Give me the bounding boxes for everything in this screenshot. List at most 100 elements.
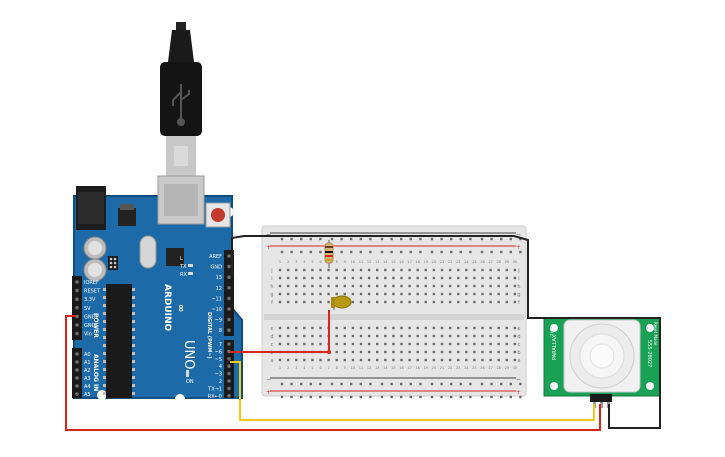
breadboard-hole[interactable]: [505, 284, 508, 288]
breadboard-hole[interactable]: [432, 334, 436, 338]
breadboard-hole[interactable]: [440, 276, 444, 280]
header-pin[interactable]: [75, 323, 79, 327]
rail-hole[interactable]: [450, 382, 453, 386]
breadboard-hole[interactable]: [513, 276, 517, 280]
header-pin[interactable]: [75, 352, 79, 356]
breadboard-hole[interactable]: [367, 284, 371, 288]
rail-hole[interactable]: [480, 382, 484, 386]
breadboard-hole[interactable]: [416, 276, 419, 280]
breadboard-hole[interactable]: [303, 292, 306, 296]
breadboard-hole[interactable]: [465, 342, 468, 346]
breadboard-hole[interactable]: [367, 334, 371, 338]
breadboard-hole[interactable]: [465, 284, 468, 288]
header-pin[interactable]: [227, 371, 231, 376]
breadboard-hole[interactable]: [497, 268, 500, 272]
breadboard-hole[interactable]: [286, 268, 290, 272]
breadboard-hole[interactable]: [311, 358, 314, 362]
breadboard-hole[interactable]: [481, 326, 484, 330]
breadboard-hole[interactable]: [408, 284, 411, 288]
breadboard-hole[interactable]: [408, 276, 411, 280]
breadboard-hole[interactable]: [432, 300, 436, 304]
rail-hole[interactable]: [430, 250, 434, 254]
breadboard-hole[interactable]: [432, 342, 436, 346]
rail-hole[interactable]: [369, 250, 372, 254]
rail-hole[interactable]: [300, 250, 303, 254]
breadboard-hole[interactable]: [505, 292, 508, 296]
breadboard-hole[interactable]: [359, 300, 363, 304]
breadboard-hole[interactable]: [351, 358, 355, 362]
breadboard-hole[interactable]: [343, 268, 346, 272]
rail-hole[interactable]: [400, 237, 403, 241]
breadboard-hole[interactable]: [295, 326, 298, 330]
breadboard-hole[interactable]: [416, 358, 419, 362]
header-pin[interactable]: [227, 364, 231, 369]
rail-hole[interactable]: [409, 250, 412, 254]
breadboard-hole[interactable]: [286, 276, 290, 280]
breadboard-hole[interactable]: [376, 358, 379, 362]
breadboard-hole[interactable]: [440, 350, 444, 354]
breadboard-hole[interactable]: [376, 268, 379, 272]
rail-hole[interactable]: [350, 237, 353, 241]
breadboard-hole[interactable]: [335, 268, 338, 272]
breadboard-hole[interactable]: [359, 334, 363, 338]
breadboard-hole[interactable]: [343, 276, 346, 280]
breadboard-hole[interactable]: [473, 334, 476, 338]
rail-hole[interactable]: [400, 395, 403, 399]
rail-hole[interactable]: [459, 250, 462, 254]
breadboard-hole[interactable]: [392, 358, 395, 362]
breadboard-hole[interactable]: [343, 292, 346, 296]
breadboard-hole[interactable]: [319, 358, 322, 362]
breadboard-hole[interactable]: [408, 358, 411, 362]
breadboard-hole[interactable]: [311, 334, 314, 338]
breadboard-hole[interactable]: [416, 334, 419, 338]
rail-hole[interactable]: [300, 237, 303, 241]
rail-hole[interactable]: [519, 250, 522, 254]
breadboard-hole[interactable]: [400, 334, 403, 338]
breadboard-hole[interactable]: [295, 300, 298, 304]
header-pin[interactable]: [227, 342, 231, 346]
breadboard-hole[interactable]: [278, 326, 282, 330]
breadboard-hole[interactable]: [497, 284, 500, 288]
breadboard-hole[interactable]: [473, 358, 476, 362]
breadboard-hole[interactable]: [424, 326, 427, 330]
breadboard-hole[interactable]: [278, 284, 282, 288]
breadboard-hole[interactable]: [408, 300, 411, 304]
header-pin[interactable]: [75, 384, 79, 388]
breadboard-hole[interactable]: [481, 268, 484, 272]
breadboard-hole[interactable]: [359, 350, 363, 354]
breadboard-hole[interactable]: [473, 342, 476, 346]
breadboard-hole[interactable]: [278, 358, 282, 362]
breadboard-hole[interactable]: [335, 292, 338, 296]
rail-hole[interactable]: [480, 250, 484, 254]
breadboard-hole[interactable]: [465, 334, 468, 338]
breadboard-hole[interactable]: [351, 342, 355, 346]
breadboard-hole[interactable]: [400, 292, 403, 296]
breadboard-hole[interactable]: [303, 342, 306, 346]
breadboard-hole[interactable]: [319, 276, 322, 280]
breadboard-hole[interactable]: [384, 350, 387, 354]
breadboard-hole[interactable]: [513, 284, 517, 288]
rail-hole[interactable]: [509, 237, 512, 241]
breadboard-hole[interactable]: [513, 268, 517, 272]
breadboard-hole[interactable]: [359, 276, 363, 280]
rail-hole[interactable]: [450, 395, 453, 399]
breadboard-hole[interactable]: [335, 334, 338, 338]
breadboard-hole[interactable]: [295, 276, 298, 280]
breadboard-hole[interactable]: [448, 276, 452, 280]
breadboard-hole[interactable]: [448, 292, 452, 296]
breadboard-hole[interactable]: [335, 326, 338, 330]
rail-hole[interactable]: [359, 382, 362, 386]
breadboard-hole[interactable]: [408, 292, 411, 296]
breadboard-hole[interactable]: [311, 326, 314, 330]
breadboard-hole[interactable]: [335, 276, 338, 280]
breadboard-hole[interactable]: [489, 300, 492, 304]
breadboard-hole[interactable]: [392, 300, 395, 304]
rail-hole[interactable]: [369, 382, 372, 386]
rail-hole[interactable]: [319, 250, 322, 254]
rail-hole[interactable]: [390, 382, 393, 386]
breadboard-hole[interactable]: [319, 326, 322, 330]
breadboard-hole[interactable]: [497, 300, 500, 304]
breadboard-hole[interactable]: [440, 268, 444, 272]
rail-hole[interactable]: [400, 382, 403, 386]
rail-hole[interactable]: [490, 237, 493, 241]
